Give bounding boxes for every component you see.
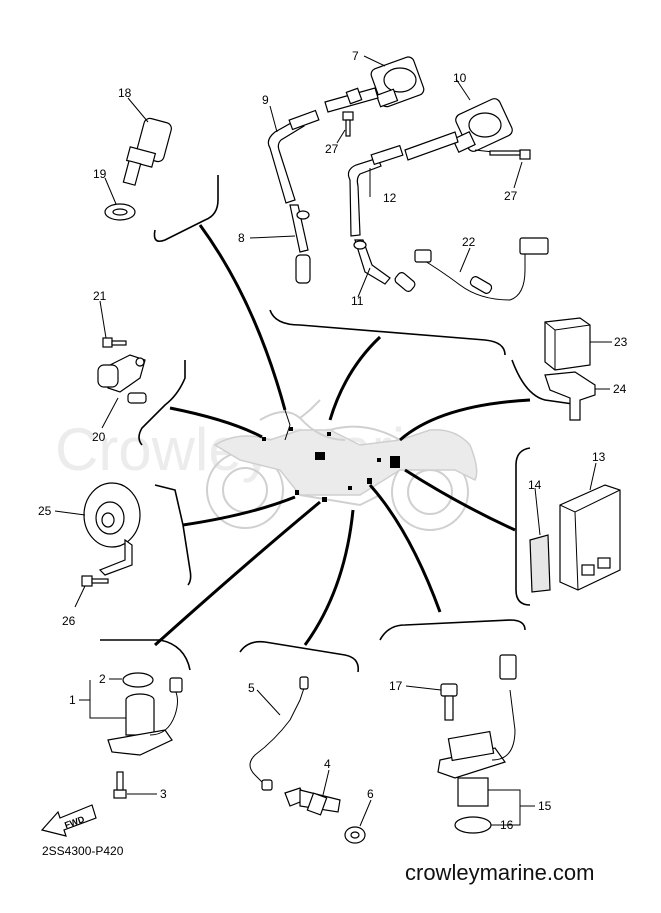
plug-cap-8[interactable]: [289, 204, 311, 284]
ecu-location-mark: [390, 456, 400, 468]
o-ring-2[interactable]: [122, 672, 154, 688]
callout-7: 7: [352, 49, 359, 63]
callout-17: 17: [389, 679, 403, 693]
ignition-coil-location-mark: [315, 452, 325, 460]
callout-20: 20: [92, 430, 106, 444]
screw-21[interactable]: [102, 337, 127, 348]
bolt-27-right[interactable]: [474, 149, 531, 160]
callout-13: 13: [592, 450, 606, 464]
motorcycle-silhouette: [206, 399, 478, 531]
high-tension-cord-9[interactable]: [267, 109, 320, 204]
bolt-27-upper-left[interactable]: [342, 111, 354, 137]
bolt-17[interactable]: [440, 683, 458, 721]
callout-26: 26: [62, 614, 76, 628]
callout-14: 14: [528, 478, 542, 492]
callout-12: 12: [383, 191, 397, 205]
holder-14[interactable]: [529, 534, 551, 593]
sensor-20[interactable]: [97, 354, 147, 404]
callout-9: 9: [262, 93, 269, 107]
horn-25[interactable]: [83, 482, 141, 576]
ecu-13[interactable]: [559, 484, 621, 591]
callout-11: 11: [351, 294, 364, 308]
callout-8: 8: [238, 231, 245, 245]
callout-10: 10: [453, 71, 467, 85]
o-ring-16[interactable]: [454, 816, 492, 834]
sub-lead-22[interactable]: [414, 237, 549, 301]
callout-15: 15: [538, 799, 552, 813]
callout-2: 2: [99, 672, 106, 686]
bracket-24[interactable]: [544, 371, 596, 421]
group-brackets: [100, 175, 581, 673]
callout-27-right: 27: [504, 189, 518, 203]
callout-6: 6: [367, 787, 374, 801]
bolt-3[interactable]: [113, 771, 127, 799]
sensor-4[interactable]: [284, 787, 341, 816]
callout-25: 25: [38, 504, 52, 518]
callout-27-left: 27: [325, 142, 339, 156]
callout-leaders: [54, 55, 612, 827]
lead-5[interactable]: [249, 676, 309, 791]
gasket-6[interactable]: [344, 826, 366, 844]
callout-22: 22: [462, 235, 476, 249]
callout-21: 21: [93, 289, 107, 303]
callout-5: 5: [248, 681, 255, 695]
fwd-arrow-icon: FWD: [40, 804, 97, 837]
callout-23: 23: [614, 335, 628, 349]
plug-cap-11[interactable]: [353, 239, 417, 293]
thermo-unit-18[interactable]: [122, 117, 172, 186]
callout-numbers: 7 10 9 27 27 8 12 11 22 18 19 21 20 23 2…: [38, 49, 628, 832]
callout-3: 3: [160, 787, 167, 801]
callout-24: 24: [613, 382, 627, 396]
diagram-code: 2SS4300-P420: [42, 844, 124, 858]
unit-23[interactable]: [544, 317, 591, 371]
sensor-1[interactable]: [107, 677, 183, 756]
high-tension-cord-12[interactable]: [347, 144, 404, 237]
callout-18: 18: [118, 86, 132, 100]
ignition-coil-10[interactable]: [404, 97, 514, 161]
sensor-15[interactable]: [437, 654, 517, 807]
callout-1: 1: [69, 693, 76, 707]
callout-19: 19: [93, 167, 107, 181]
gasket-19[interactable]: [104, 203, 136, 221]
callout-4: 4: [324, 757, 331, 771]
ignition-coil-7[interactable]: [324, 55, 425, 113]
footer-site: crowleymarine.com: [405, 860, 595, 885]
bolt-26[interactable]: [81, 575, 109, 587]
callout-16: 16: [500, 818, 514, 832]
group-leader-lines: [153, 224, 531, 647]
